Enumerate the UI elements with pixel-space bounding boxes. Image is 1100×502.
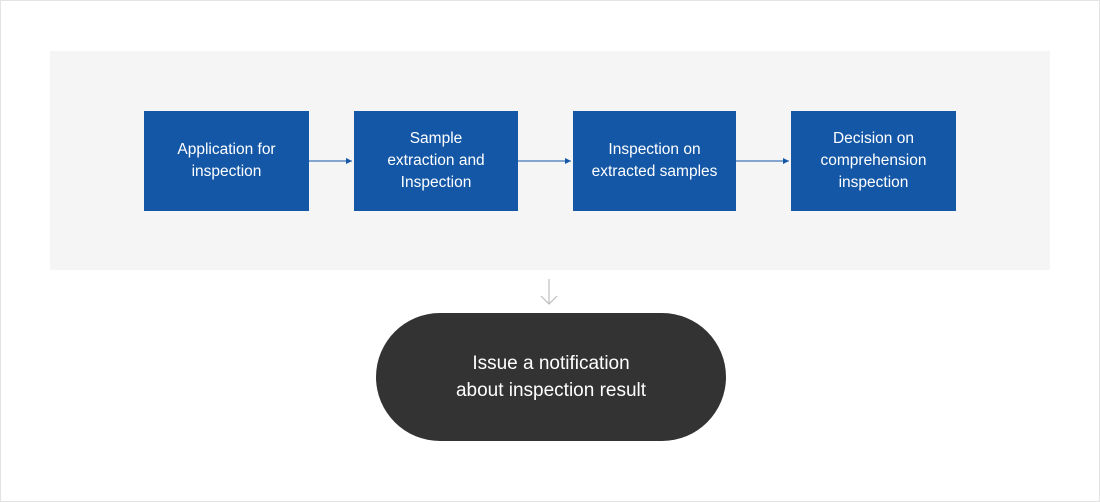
step-decision-box: Decision on comprehension inspection (791, 111, 956, 211)
step-application-label: Application for inspection (177, 141, 276, 180)
result-pill: Issue a notification about inspection re… (376, 313, 726, 441)
step-decision-label: Decision on comprehension inspection (820, 130, 927, 191)
step-application-box: Application for inspection (144, 111, 309, 211)
down-arrow-icon (540, 279, 558, 305)
step-sample-extraction-box: Sample extraction and Inspection (354, 111, 518, 211)
step-sample-extraction-label: Sample extraction and Inspection (387, 130, 485, 191)
result-label: Issue a notification about inspection re… (455, 353, 647, 401)
step-inspection-samples-label: Inspection on extracted samples (591, 141, 718, 180)
step-inspection-samples-box: Inspection on extracted samples (573, 111, 736, 211)
